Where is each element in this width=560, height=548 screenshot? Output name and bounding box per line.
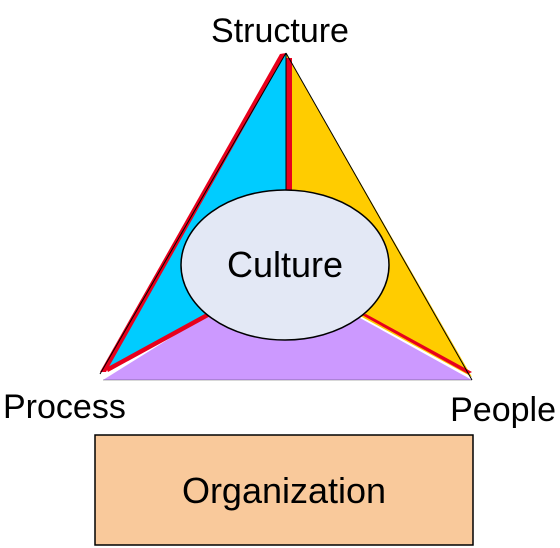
- people-label: People: [450, 391, 556, 429]
- process-label: Process: [3, 388, 126, 426]
- culture-ellipse: [180, 189, 390, 341]
- center-edge-accent: [286, 58, 292, 200]
- bottom-face: [103, 312, 472, 380]
- structure-label: Structure: [211, 12, 349, 50]
- right-edge-accent: [362, 314, 472, 374]
- organization-label: Organization: [182, 470, 386, 511]
- organization-box: [94, 434, 474, 546]
- bottom-left-edge-accent: [106, 310, 214, 372]
- culture-label: Culture: [227, 244, 343, 285]
